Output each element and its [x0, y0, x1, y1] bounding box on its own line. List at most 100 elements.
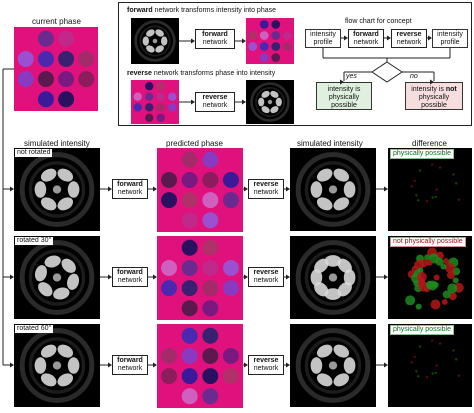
phase-dot [161, 192, 178, 209]
phase-dot [202, 212, 219, 229]
intensity-lobe [155, 29, 164, 37]
intensity-lobe [160, 36, 168, 46]
phase-dot [17, 50, 34, 67]
phase-dot [181, 347, 198, 364]
intensity-lobe [61, 258, 76, 273]
phase-dot [181, 192, 198, 209]
intensity-lobe [324, 288, 342, 300]
intensity-lobe [57, 344, 74, 358]
phase-dot [271, 31, 281, 40]
predicted-phase-panel [157, 324, 243, 408]
intensity-lobe [316, 344, 333, 358]
phase-dot [222, 171, 239, 188]
phase-dot [168, 92, 177, 101]
intensity-lobe [333, 344, 350, 358]
forward-intensity-thumb [131, 18, 179, 64]
phase-dot [58, 71, 75, 88]
concept-box [118, 2, 472, 126]
simulated-intensity-2-panel [290, 148, 376, 231]
simulated-intensity-2-panel [290, 236, 376, 319]
phase-dot [271, 42, 281, 51]
rotation-label: rotated 30° [15, 237, 54, 245]
phase-dot [248, 42, 258, 51]
phase-dot [259, 20, 269, 29]
phase-dot [181, 300, 198, 317]
difference-panel [388, 148, 472, 231]
intensity-lobe [38, 282, 53, 297]
phase-dot [202, 347, 219, 364]
intensity-lobe [67, 273, 80, 290]
phase-dot [259, 53, 269, 62]
phase-dot [181, 212, 198, 229]
intensity-lobe [310, 357, 323, 374]
intensity-lobe [316, 197, 333, 211]
phase-dot [156, 81, 165, 91]
phase-dot [37, 71, 54, 88]
intensity-lobe [261, 106, 270, 114]
reverse-caption: reverse network transforms phase into in… [127, 70, 276, 77]
phase-dot [17, 71, 34, 88]
phase-dot [145, 92, 154, 101]
col-header-difference: difference [412, 139, 447, 148]
forward-phase-thumb [246, 18, 294, 64]
phase-dot [168, 103, 177, 112]
phase-dot [202, 259, 219, 276]
simulated-intensity-panel [14, 148, 100, 231]
intensity-lobe [57, 197, 74, 211]
intensity-lobe [44, 255, 61, 268]
phase-dot [58, 30, 75, 47]
intensity-lobe [40, 197, 57, 211]
phase-dot [145, 103, 154, 112]
phase-dot [161, 347, 178, 364]
difference-panel [388, 324, 472, 407]
phase-dot [161, 171, 178, 188]
phase-dot [156, 92, 165, 101]
intensity-lobe [270, 90, 279, 98]
phase-dot [202, 192, 219, 209]
intensity-lobe [343, 181, 356, 198]
phase-dot [156, 103, 165, 112]
result-label: physically possible [390, 149, 454, 159]
intensity-lobe [53, 287, 70, 300]
intensity-lobe [310, 269, 323, 286]
phase-dot [181, 368, 198, 385]
phase-dot [181, 151, 198, 168]
reverse-phase-thumb [131, 80, 179, 124]
rotation-label: not rotated [15, 149, 53, 157]
simulated-intensity-panel [14, 236, 100, 319]
intensity-lobe [270, 106, 279, 114]
flow-no-label: no [410, 73, 418, 80]
intensity-lobe [34, 357, 47, 374]
intensity-lobe [146, 29, 155, 37]
col-header-simulated-intensity-2: simulated intensity [297, 139, 363, 148]
intensity-lobe [310, 181, 323, 198]
intensity-lobe [343, 269, 356, 286]
phase-dot [161, 368, 178, 385]
phase-dot [78, 71, 95, 88]
phase-dot [202, 300, 219, 317]
intensity-lobe [146, 45, 155, 53]
phase-dot [271, 53, 281, 62]
flowchart-title: flow chart for concept [345, 18, 412, 25]
phase-dot [156, 113, 165, 123]
phase-dot [133, 92, 142, 101]
phase-dot [271, 20, 281, 29]
intensity-lobe [34, 265, 47, 282]
intensity-lobe [67, 357, 80, 374]
intensity-lobe [343, 357, 356, 374]
phase-dot [37, 91, 54, 108]
phase-dot [202, 368, 219, 385]
intensity-lobe [142, 36, 150, 46]
phase-dot [202, 327, 219, 344]
phase-dot [222, 347, 239, 364]
intensity-lobe [67, 181, 80, 198]
flow-intensity-profile-1: intensity profile [305, 29, 341, 48]
phase-dot [202, 239, 219, 256]
current-phase-label: current phase [32, 17, 81, 26]
phase-dot [202, 280, 219, 297]
